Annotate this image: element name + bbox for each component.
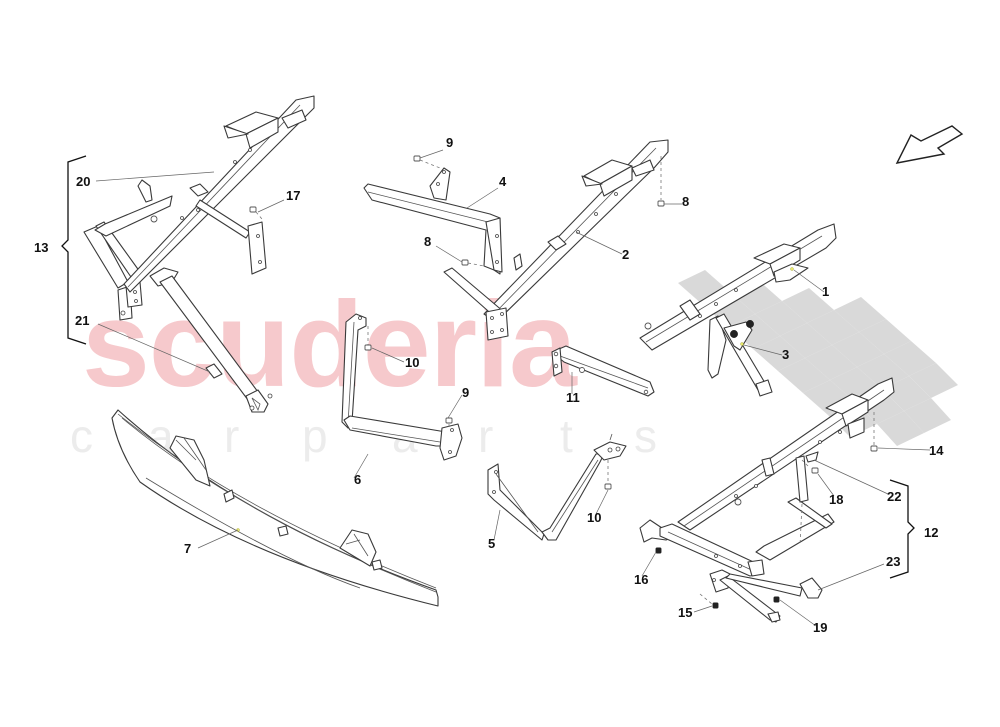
svg-text:r: r <box>478 410 493 462</box>
group-12-brace <box>889 479 915 579</box>
callout-1[interactable]: 1 <box>822 284 829 299</box>
svg-text:t: t <box>560 410 573 462</box>
part-17-bolt[interactable] <box>249 206 263 220</box>
part-6-l-bracket[interactable] <box>341 313 463 461</box>
callout-7[interactable]: 7 <box>184 541 191 556</box>
watermark-checkered-flag <box>678 270 958 446</box>
part-1-right-frame-member[interactable] <box>551 223 837 397</box>
watermark-brand: scuderia <box>82 276 578 412</box>
part-18-bolt[interactable] <box>801 459 819 474</box>
callout-23[interactable]: 23 <box>886 554 900 569</box>
callout-12[interactable]: 12 <box>924 525 938 540</box>
callout-19[interactable]: 19 <box>813 620 827 635</box>
part-10-bolt-upper[interactable] <box>364 326 372 351</box>
part-8-bolt-right[interactable] <box>657 156 665 207</box>
part-9-bolt-top[interactable] <box>413 155 441 169</box>
part-8-bolt-left[interactable] <box>461 259 485 267</box>
part-14-bolt[interactable] <box>870 412 878 452</box>
part-19-nut[interactable] <box>773 596 780 603</box>
svg-text:r: r <box>224 410 239 462</box>
leader-lines <box>95 149 931 627</box>
direction-arrow-icon <box>895 125 964 164</box>
part-4-cross-bracket[interactable] <box>363 167 503 275</box>
callout-17[interactable]: 17 <box>286 188 300 203</box>
group-13-brace <box>61 155 87 345</box>
callout-8-left[interactable]: 8 <box>424 234 431 249</box>
part-23-lower-strut[interactable] <box>709 569 823 623</box>
callout-6[interactable]: 6 <box>354 472 361 487</box>
svg-text:s: s <box>634 410 657 462</box>
callout-14[interactable]: 14 <box>929 443 944 458</box>
part-5-v-bracket[interactable] <box>487 433 627 541</box>
svg-text:c: c <box>70 410 93 462</box>
callout-labels: 1 2 3 4 5 6 7 8 8 9 9 10 10 11 12 13 14 … <box>34 135 944 635</box>
callout-10-upper[interactable]: 10 <box>405 355 419 370</box>
callout-9-top[interactable]: 9 <box>446 135 453 150</box>
callout-3[interactable]: 3 <box>782 347 789 362</box>
callout-18[interactable]: 18 <box>829 492 843 507</box>
callout-15[interactable]: 15 <box>678 605 692 620</box>
part-7-front-bumper-beam[interactable] <box>111 409 439 607</box>
part-22-lower-frame-member[interactable] <box>639 377 895 577</box>
callout-10-lower[interactable]: 10 <box>587 510 601 525</box>
part-21-diagonal-strut[interactable] <box>149 267 273 413</box>
callout-13[interactable]: 13 <box>34 240 48 255</box>
callout-9-lower[interactable]: 9 <box>462 385 469 400</box>
callout-20[interactable]: 20 <box>76 174 90 189</box>
callout-8-right[interactable]: 8 <box>682 194 689 209</box>
callout-4[interactable]: 4 <box>499 174 507 189</box>
part-20-left-frame-member[interactable] <box>83 95 315 321</box>
part-2-middle-frame-member[interactable] <box>443 139 669 341</box>
callout-5[interactable]: 5 <box>488 536 495 551</box>
part-16-nut[interactable] <box>655 547 662 554</box>
callout-16[interactable]: 16 <box>634 572 648 587</box>
callout-21[interactable]: 21 <box>75 313 89 328</box>
callout-2[interactable]: 2 <box>622 247 629 262</box>
callout-22[interactable]: 22 <box>887 489 901 504</box>
part-10-bolt-lower[interactable] <box>604 460 612 490</box>
part-9-bolt-lower[interactable] <box>445 417 453 430</box>
part-15-nut[interactable] <box>699 593 719 609</box>
part-3-angled-bracket[interactable] <box>707 313 773 397</box>
callout-11[interactable]: 11 <box>566 390 580 405</box>
svg-text:p: p <box>302 410 328 462</box>
